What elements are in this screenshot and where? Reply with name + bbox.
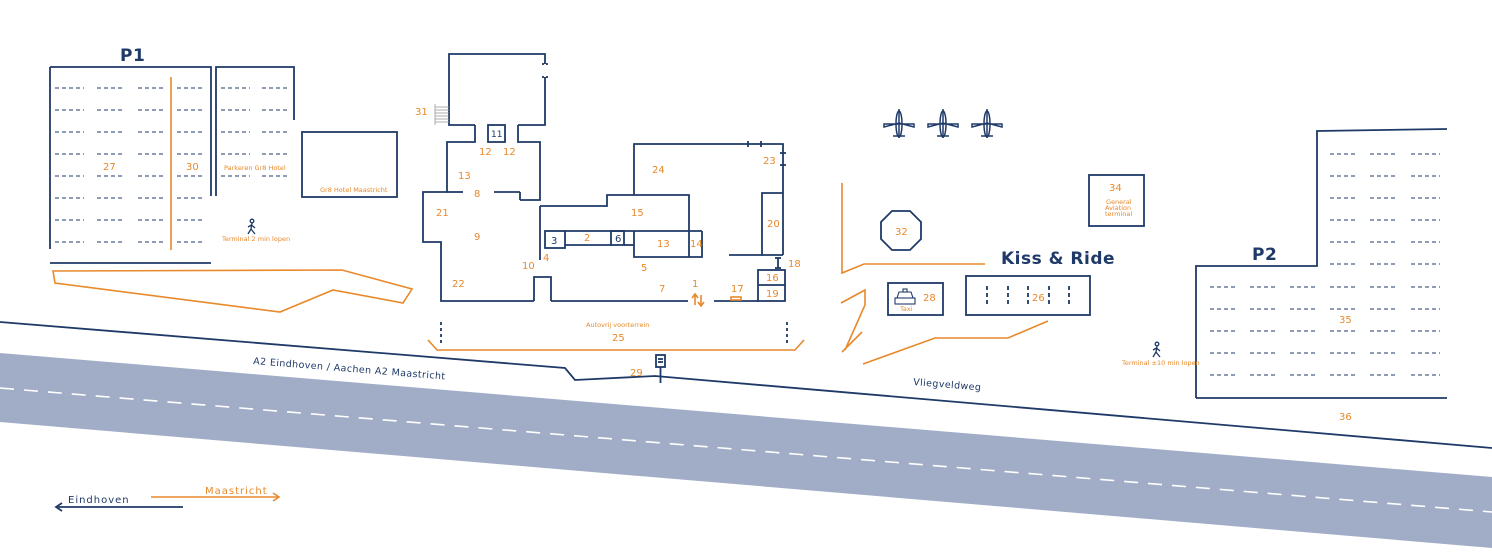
label-34: 34 [1109,183,1122,194]
label-30: 30 [186,162,199,173]
label-35: 35 [1339,315,1352,326]
label-31: 31 [415,107,428,118]
parking-p2: P2 35 36 [1195,128,1448,423]
vliegveldweg-road [0,321,1492,449]
taxi-stand: Taxi 28 [887,282,944,316]
label-22: 22 [452,279,465,290]
label-13b: 13 [657,239,670,250]
maastricht-label: Maastricht [205,486,268,497]
walking-person-icon [1152,341,1161,358]
label-36: 36 [1339,412,1352,423]
vliegveldweg-label: Vliegveldweg [913,377,982,393]
p2-label: P2 [1252,245,1277,265]
label-25: 25 [612,333,625,344]
bus-stop-icon [655,354,666,383]
ga-line3: terminal [1105,210,1132,218]
label-15: 15 [631,208,644,219]
general-aviation-terminal: 34 General Aviation terminal [1088,174,1145,227]
label-7: 7 [659,284,665,295]
ga-line2: Aviation [1105,204,1131,212]
terminal-walk-2-label: Terminal 2 min lopen [221,235,290,243]
label-3: 3 [551,236,557,247]
parkeren-gr8-label: Parkeren Gr8 Hotel [224,164,286,172]
airplane-icon [883,109,915,138]
terminal-walk-10-label: Terminal ±10 min lopen [1121,359,1200,367]
direction-arrows: Eindhoven Maastricht [54,486,281,512]
label-29: 29 [630,368,643,379]
label-4: 4 [543,253,549,264]
label-5: 5 [641,263,647,274]
roundabout-32: 32 [880,210,922,251]
terminal-building: 31 11 12 12 13 8 21 9 22 10 4 3 2 6 13 1… [415,53,801,308]
label-16: 16 [766,273,779,284]
highway [0,353,1492,548]
access-roads [840,183,1049,365]
label-14: 14 [690,239,703,250]
car-free-forecourt: Autovrij voorterrein 25 [427,321,805,351]
elevator-arrows-icon [691,292,705,308]
p1-label: P1 [120,46,145,66]
label-24: 24 [652,165,665,176]
autovrij-label: Autovrij voorterrein [586,321,649,329]
label-18: 18 [788,259,801,270]
taxi-label: Taxi [899,305,913,313]
label-21: 21 [436,208,449,219]
label-23: 23 [763,156,776,167]
label-6: 6 [615,234,621,245]
eindhoven-label: Eindhoven [68,495,130,506]
kiss-ride-label: Kiss & Ride [1001,249,1115,269]
label-11: 11 [491,130,502,140]
label-32: 32 [895,227,908,238]
airplane-icon [971,109,1003,138]
label-17: 17 [731,284,744,295]
label-20: 20 [767,219,780,230]
label-19: 19 [766,289,779,300]
label-26: 26 [1032,293,1045,304]
airplane-icon [927,109,959,138]
label-13a: 13 [458,171,471,182]
label-9: 9 [474,232,480,243]
label-12b: 12 [503,147,516,158]
ga-line1: General [1106,198,1132,206]
gr8-hotel-label: Gr8 Hotel Maastricht [320,186,388,194]
airplanes [883,109,1003,138]
label-28: 28 [923,293,936,304]
parking-p1: P1 27 30 Parkeren Gr8 Hotel [49,46,414,313]
label-8: 8 [474,189,480,200]
taxi-car-icon [894,288,916,305]
label-12a: 12 [479,147,492,158]
label-1: 1 [692,279,698,290]
label-10: 10 [522,261,535,272]
gr8-hotel: Gr8 Hotel Maastricht [301,131,398,198]
label-27: 27 [103,162,116,173]
label-2: 2 [584,233,590,244]
kiss-and-ride: Kiss & Ride 26 [965,249,1115,316]
walking-person-icon [247,218,256,235]
